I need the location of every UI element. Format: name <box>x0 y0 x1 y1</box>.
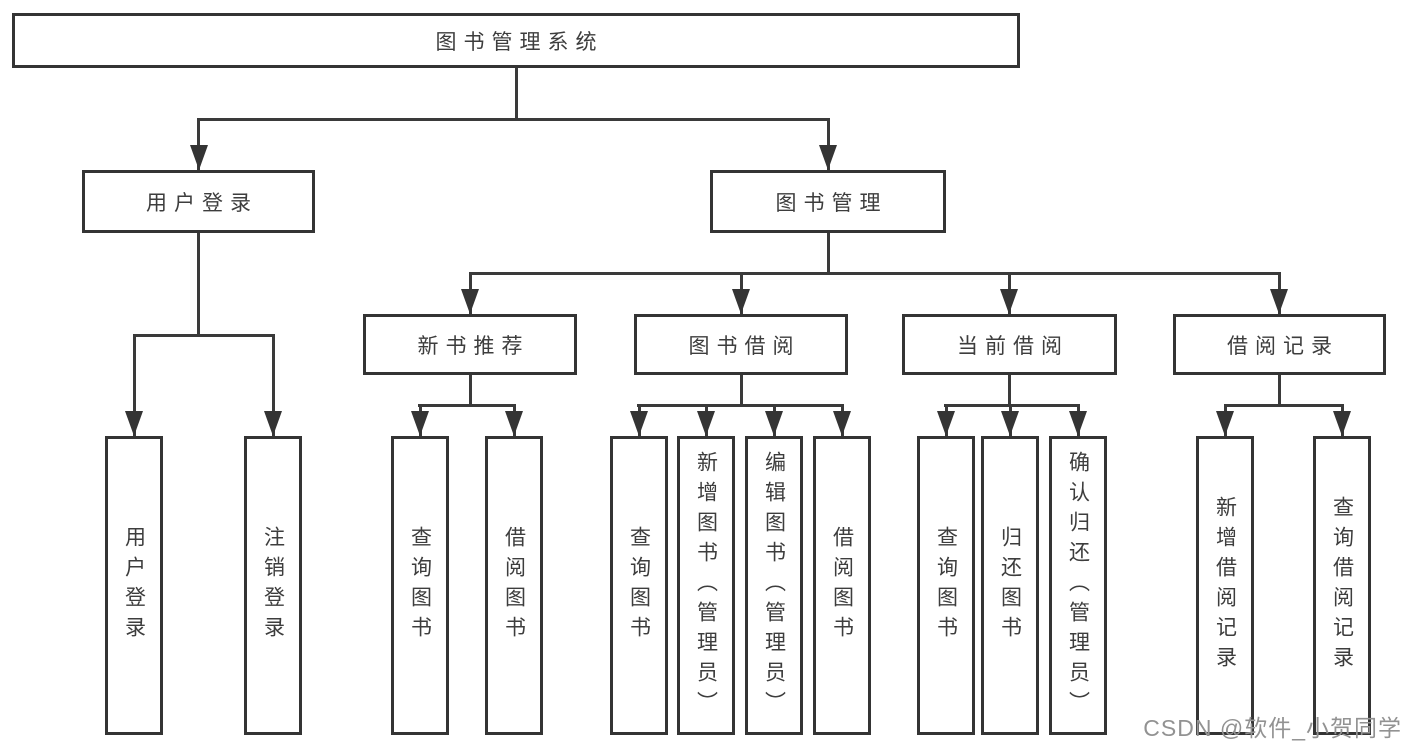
arrow-down-icon <box>1333 411 1351 436</box>
leaf-add-borrow-record: 新增借阅记录 <box>1196 436 1254 735</box>
node-book-management: 图书管理 <box>710 170 946 233</box>
leaf-query-books-current: 查询图书 <box>917 436 975 735</box>
node-borrowing-records: 借阅记录 <box>1173 314 1386 375</box>
arrow-down-icon <box>1001 411 1019 436</box>
connector-rec-stem <box>469 375 472 406</box>
arrow-down-icon <box>630 411 648 436</box>
node-book-borrowing: 图书借阅 <box>634 314 848 375</box>
connector-login-drop-1 <box>133 334 136 436</box>
node-label: 归还图书 <box>998 525 1022 646</box>
arrow-down-icon <box>411 411 429 436</box>
node-label: 图书管理系统 <box>435 30 604 54</box>
node-label: 借阅记录 <box>1227 334 1339 358</box>
connector-mgmt-rail <box>469 272 1281 275</box>
arrow-down-icon <box>190 145 208 170</box>
arrow-down-icon <box>697 411 715 436</box>
arrow-down-icon <box>1069 411 1087 436</box>
node-label: 查询图书 <box>934 525 958 646</box>
leaf-edit-books-admin: 编辑图书（管理员） <box>745 436 803 735</box>
node-root-system: 图书管理系统 <box>12 13 1020 68</box>
node-label: 借阅图书 <box>502 525 526 646</box>
node-label: 当前借阅 <box>957 334 1069 358</box>
node-label: 新增图书（管理员） <box>694 450 718 721</box>
arrow-down-icon <box>125 411 143 436</box>
connector-current-stem <box>1008 375 1011 406</box>
node-label: 查询图书 <box>627 525 651 646</box>
connector-login-drop-2 <box>272 334 275 436</box>
leaf-add-books-admin: 新增图书（管理员） <box>677 436 735 735</box>
leaf-borrow-books: 借阅图书 <box>813 436 871 735</box>
leaf-borrow-books-recommend: 借阅图书 <box>485 436 543 735</box>
node-label: 图书借阅 <box>688 334 801 358</box>
arrow-down-icon <box>765 411 783 436</box>
leaf-confirm-return-admin: 确认归还（管理员） <box>1049 436 1107 735</box>
leaf-query-books-recommend: 查询图书 <box>391 436 449 735</box>
connector-records-rail <box>1224 404 1344 407</box>
connector-root-stem <box>515 68 518 121</box>
connector-rec-rail <box>418 404 516 407</box>
csdn-watermark: CSDN @软件_小贺同学 <box>1143 715 1402 741</box>
leaf-user-login: 用户登录 <box>105 436 163 735</box>
node-label: 查询图书 <box>408 525 432 646</box>
arrow-down-icon <box>819 145 837 170</box>
node-label: 确认归还（管理员） <box>1066 450 1090 721</box>
node-label: 注销登录 <box>261 525 285 646</box>
leaf-return-books: 归还图书 <box>981 436 1039 735</box>
node-current-borrowing: 当前借阅 <box>902 314 1117 375</box>
node-label: 用户登录 <box>122 525 146 646</box>
arrow-down-icon <box>833 411 851 436</box>
node-label: 查询借阅记录 <box>1330 495 1354 676</box>
leaf-query-books-borrowing: 查询图书 <box>610 436 668 735</box>
connector-borrow-rail <box>637 404 844 407</box>
arrow-down-icon <box>1000 289 1018 314</box>
arrow-down-icon <box>1270 289 1288 314</box>
arrow-down-icon <box>505 411 523 436</box>
node-new-book-recommend: 新书推荐 <box>363 314 577 375</box>
node-label: 借阅图书 <box>830 525 854 646</box>
arrow-down-icon <box>461 289 479 314</box>
connector-root-rail <box>197 118 829 121</box>
connector-current-rail <box>944 404 1080 407</box>
node-label: 图书管理 <box>775 191 888 215</box>
arrow-down-icon <box>264 411 282 436</box>
node-label: 用户登录 <box>146 191 258 215</box>
connector-login-rail <box>133 334 275 337</box>
node-label: 编辑图书（管理员） <box>762 450 786 721</box>
arrow-down-icon <box>732 289 750 314</box>
arrow-down-icon <box>937 411 955 436</box>
node-label: 新书推荐 <box>417 334 530 358</box>
connector-root-drop-right <box>827 118 830 170</box>
node-user-login: 用户登录 <box>82 170 315 233</box>
leaf-query-borrow-record: 查询借阅记录 <box>1313 436 1371 735</box>
connector-mgmt-stem <box>827 233 830 274</box>
leaf-logout: 注销登录 <box>244 436 302 735</box>
connector-records-stem <box>1278 375 1281 406</box>
connector-borrow-stem <box>740 375 743 406</box>
arrow-down-icon <box>1216 411 1234 436</box>
connector-login-stem <box>197 233 200 336</box>
connector-root-drop-left <box>197 118 200 170</box>
node-label: 新增借阅记录 <box>1213 495 1237 676</box>
